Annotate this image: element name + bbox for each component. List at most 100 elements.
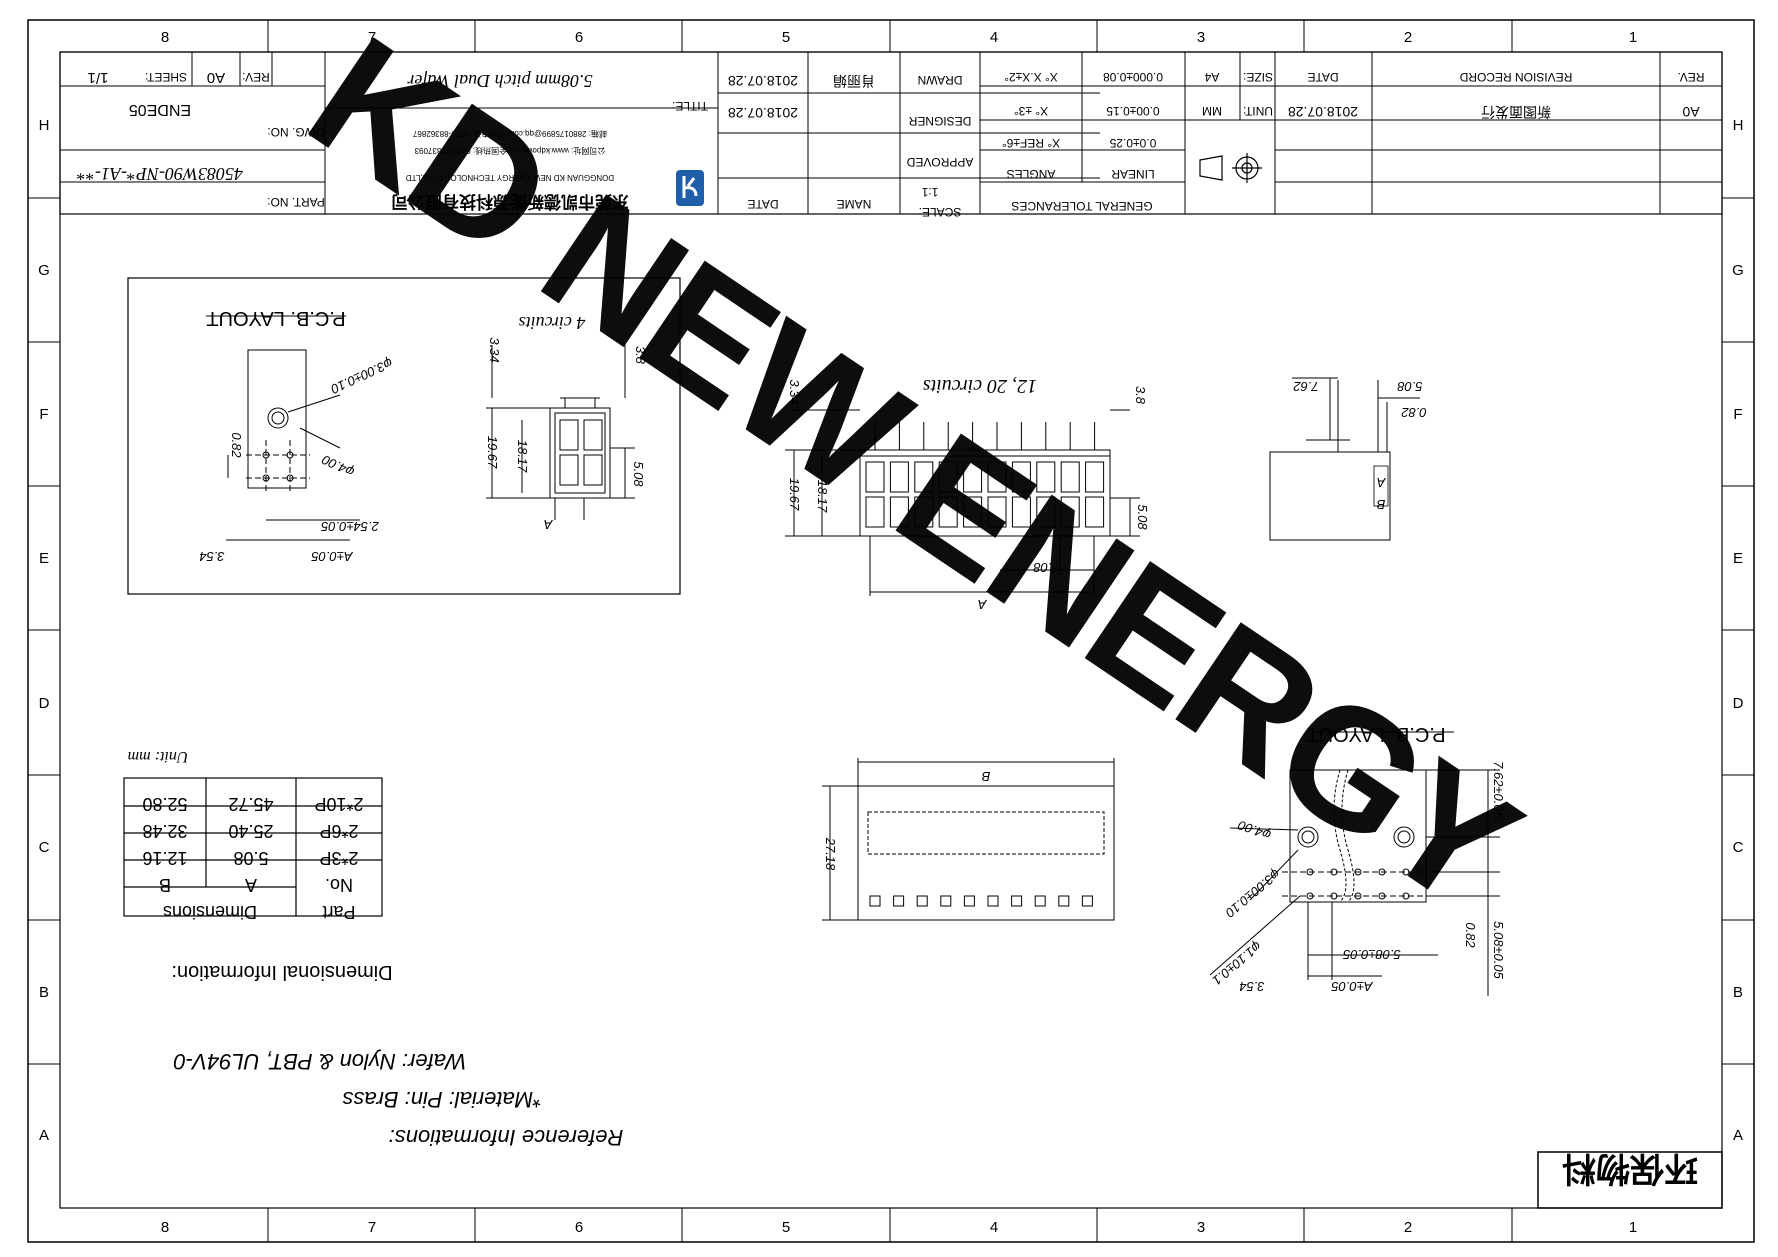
unit-value: MM	[1202, 104, 1222, 118]
pin-slot	[940, 895, 952, 907]
contact-cavity	[1011, 461, 1031, 493]
tolerance-angle: X° REF±6°	[1002, 136, 1060, 150]
linear-label: LINEAR	[1111, 167, 1155, 181]
tolerance-angle: X° X.X±2°	[1004, 70, 1058, 84]
col-label-top: 2	[1404, 29, 1412, 46]
pin-slot	[916, 895, 928, 907]
table-header-a: A	[245, 875, 257, 895]
pcb-hole	[1330, 868, 1338, 876]
rev-label: REV:	[242, 70, 270, 84]
table-cell: 25.40	[228, 821, 273, 841]
company-contact: 公司网址: www.kdpower.cn 全国热线: 0769-88337093	[414, 146, 605, 156]
scale-value: 1:1	[921, 185, 938, 199]
dim-19-67: 19.67	[787, 478, 802, 511]
col-label-top: 8	[161, 29, 169, 46]
contact-cavity	[914, 461, 934, 493]
pcb-layout-4-circuits	[226, 349, 360, 541]
table-cell: 2*3P	[319, 848, 358, 868]
scale-label: SCALE:	[919, 205, 962, 219]
col-label-bottom: 7	[368, 1219, 376, 1236]
date-col-label: DATE	[747, 197, 778, 211]
tolerance-linear: 0.00±0.15	[1106, 104, 1160, 118]
dim-5-08: 5.08	[1397, 379, 1423, 394]
side-label-a: A	[1377, 475, 1387, 490]
col-label-bottom: 8	[161, 1219, 169, 1236]
contact-cavity	[914, 496, 934, 528]
table-cell: 2*6P	[319, 821, 358, 841]
revision-date-label: DATE	[1307, 70, 1338, 84]
company-name-cn: 东莞市凯德新能源科技有限公司	[391, 192, 629, 212]
dim-19-67: 19.67	[485, 436, 500, 469]
pcb-layout-multi-circuits	[1209, 769, 1500, 996]
row-label-left: B	[39, 984, 49, 1001]
part-label: PART. NO:	[267, 195, 325, 209]
table-header-no: No.	[325, 875, 353, 895]
dim-a: A	[978, 597, 988, 612]
row-label-left: A	[39, 1127, 49, 1144]
dim-5-08: 5.08	[631, 461, 646, 487]
column-zone-dividers	[267, 20, 1513, 1242]
contact-cavity	[1060, 461, 1080, 493]
dwg-value: ENDE05	[129, 101, 191, 118]
pin-slot	[1034, 895, 1046, 907]
pcb-hole	[1354, 868, 1362, 876]
unit-note: Unit: mm	[128, 748, 189, 765]
dim-3-8: 3.8	[633, 346, 648, 365]
contact-cavity	[987, 496, 1007, 528]
row-label-right: H	[1733, 117, 1744, 134]
company-logo-icon	[676, 170, 704, 206]
title-block	[59, 51, 1723, 215]
row-label-right: E	[1733, 550, 1743, 567]
pcb-layout-frame	[127, 277, 681, 595]
contact-cavity	[987, 461, 1007, 493]
row-label-left: C	[39, 839, 50, 856]
pcb-hole	[1402, 892, 1410, 900]
contact-cavity	[1036, 461, 1056, 493]
drawn-date: 2018.07.28	[728, 73, 798, 89]
pin-slot	[893, 895, 905, 907]
projection-symbol-icon	[1199, 153, 1262, 183]
unit-label: UNIT:	[1243, 104, 1273, 118]
contact-cavity	[1085, 496, 1105, 528]
dim-2-54: 2.54±0.05	[320, 519, 380, 534]
designer-label: DESIGNER	[908, 114, 971, 128]
dim-3-34: 3.34	[487, 337, 502, 362]
row-label-left: D	[39, 695, 50, 712]
row-label-left: G	[38, 262, 50, 279]
contact-cavity	[865, 496, 885, 528]
eco-label: 环保物料	[1562, 1149, 1698, 1187]
dim-18-17: 18.17	[515, 440, 530, 473]
pcb-hole	[1402, 868, 1410, 876]
watermark-text: KD NEW ENERGY	[278, 1, 1548, 944]
dim-0-82: 0.82	[1401, 405, 1427, 420]
dim-18-17: 18.17	[815, 480, 830, 513]
col-label-top: 5	[782, 29, 790, 46]
company-contact: 邮箱: 2880175899@qq.com 公司电话: 0769-8836286…	[412, 129, 607, 139]
pin-slot	[963, 895, 975, 907]
table-header-dimensions: Dimensions	[163, 902, 257, 922]
row-label-right: A	[1733, 1127, 1743, 1144]
company-name-en: DONGGUAN KD NEW ENERGY TECHNOLOGY CO.,LT…	[406, 173, 615, 182]
four-circuits-label: 4 circuits	[519, 313, 586, 333]
side-label-b: B	[1376, 497, 1385, 512]
dim-5-08: 5.08	[1135, 504, 1150, 530]
pcb-hole	[1330, 892, 1338, 900]
general-tolerances-label: GENERAL TOLERANCES	[1011, 199, 1152, 213]
col-label-bottom: 3	[1197, 1219, 1205, 1236]
drawn-label: DRAWN	[918, 73, 963, 87]
reference-heading: Reference Informations:	[389, 1125, 624, 1150]
dim-0-82: 0.82	[229, 432, 244, 458]
multi-circuits-label: 12, 20 circuits	[923, 375, 1037, 397]
row-label-left: F	[39, 406, 48, 423]
contact-cavity	[1011, 496, 1031, 528]
approved-label: APPROVED	[906, 155, 973, 169]
name-col-label: NAME	[837, 197, 872, 211]
title-label: TITLE:	[672, 99, 708, 113]
row-label-left: H	[39, 117, 50, 134]
tolerance-angle: X° ±3°	[1014, 104, 1048, 118]
drawn-name: 肖丽娟	[833, 73, 875, 89]
part-number: 45083W90-NP*-A1-**	[77, 164, 243, 184]
dim-a: A	[544, 517, 554, 532]
dim-hole-4: φ4.00	[319, 452, 357, 480]
pcb-layout-label: P.C.B. LAYOUT	[206, 307, 345, 329]
